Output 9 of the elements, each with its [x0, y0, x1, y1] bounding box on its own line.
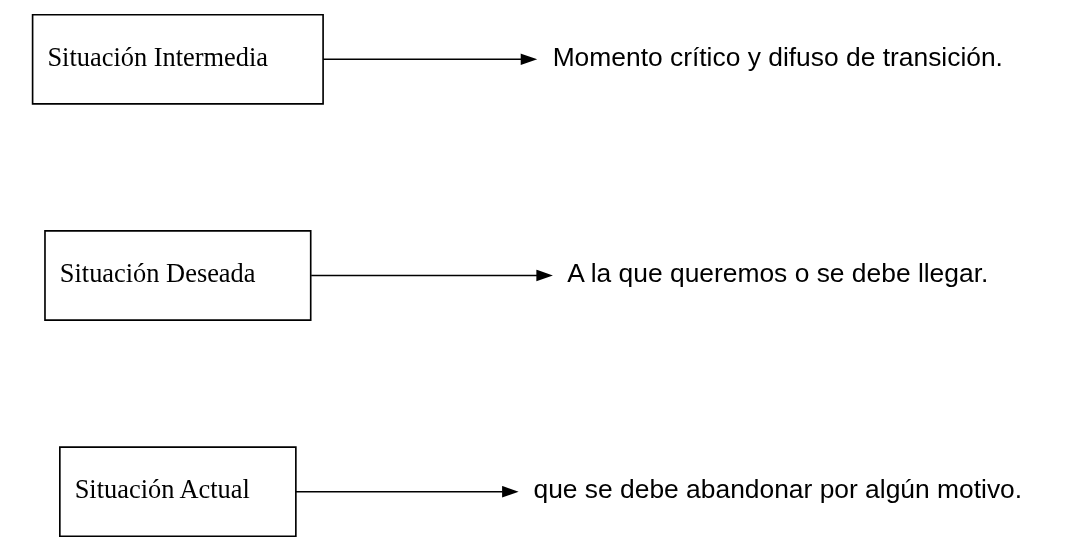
node-text: que se debe abandonar por algún motivo. — [533, 473, 1023, 504]
node-box: Situación Deseada — [44, 230, 312, 321]
arrow — [295, 485, 519, 498]
node-text: A la que queremos o se debe llegar. — [567, 257, 989, 288]
node-box: Situación Actual — [59, 446, 297, 538]
arrow — [322, 53, 538, 66]
node-text: Momento crítico y difuso de transición. — [552, 41, 1003, 72]
arrow — [310, 269, 553, 282]
node-box: Situación Intermedia — [31, 13, 324, 105]
